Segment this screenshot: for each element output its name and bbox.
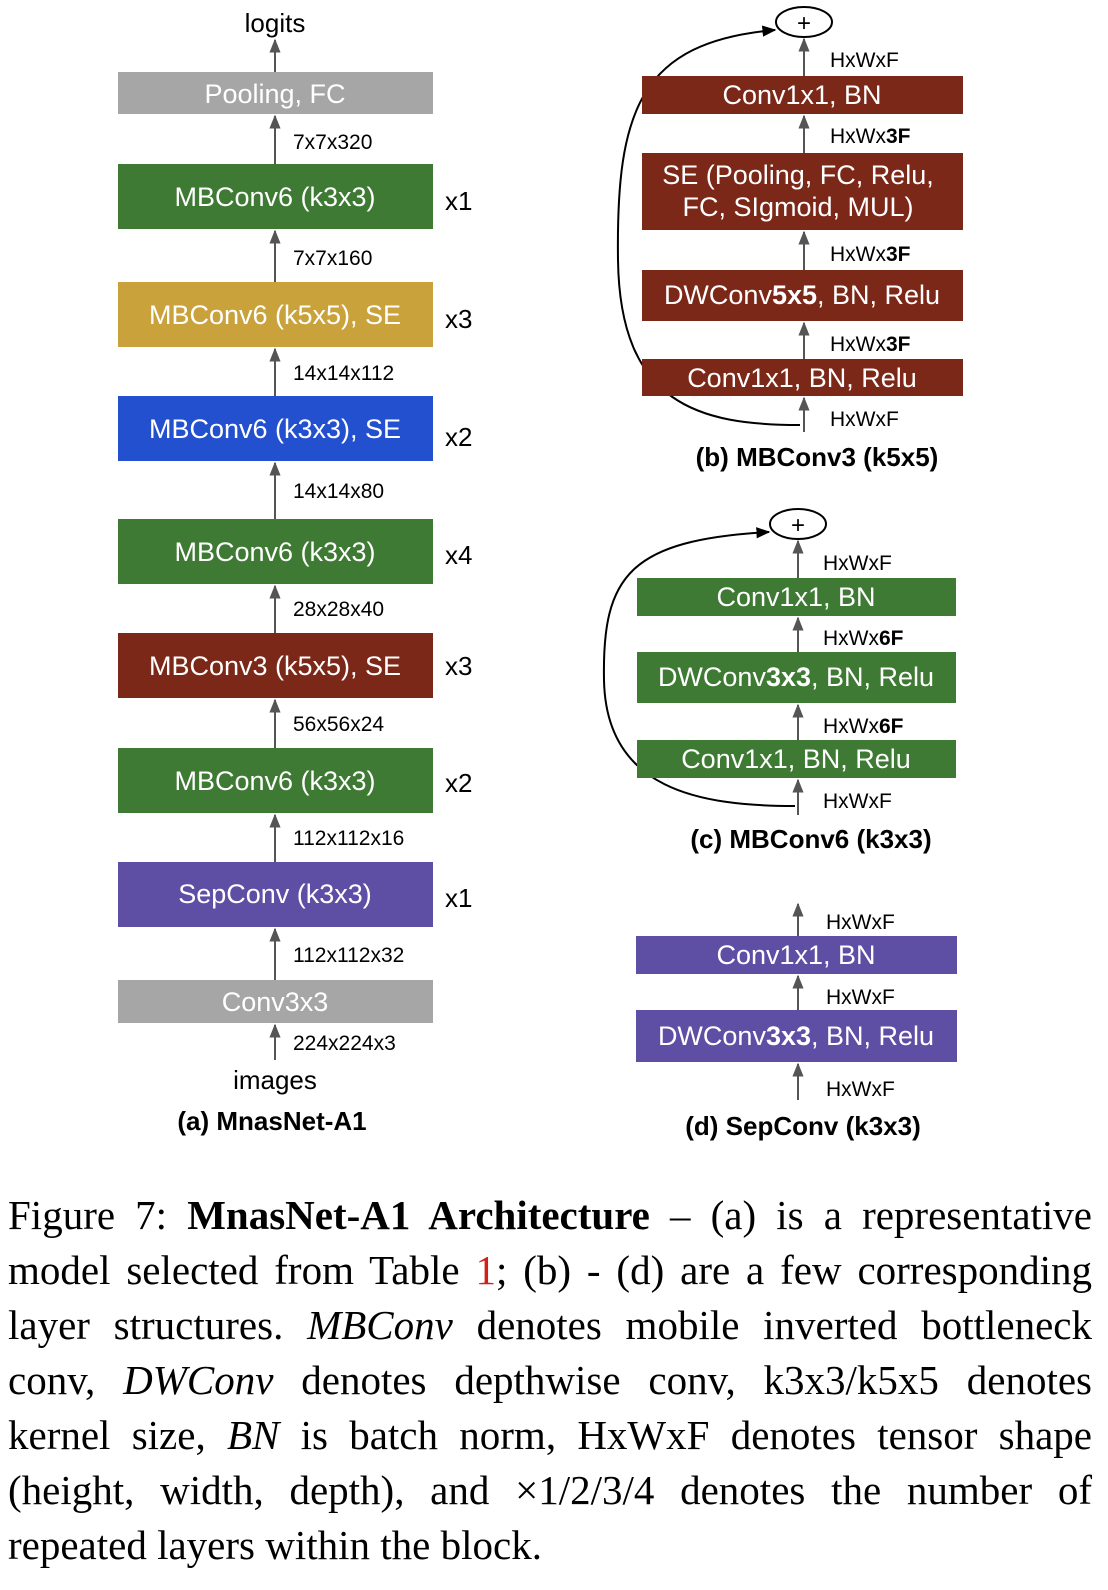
panel-b-mbconv3: + HxWxF Conv1x1, BN HxWx3F SE (Pooling, …	[616, 6, 963, 472]
caption-text: denotes mobile inverted bottleneck conv,	[8, 1302, 1092, 1403]
shape-label: HxWxF	[826, 911, 895, 934]
caption-prefix: Figure 7:	[8, 1192, 188, 1238]
shape-label: HxWxF	[823, 790, 892, 813]
block-pooling-fc	[118, 72, 433, 114]
panel-a-subtitle: (a) MnasNet-A1	[177, 1106, 366, 1136]
caption-text: ; (b) - (d) are a few corresponding laye…	[8, 1247, 1093, 1348]
block-label: DWConv3x3, BN, Relu	[658, 1021, 934, 1051]
panel-c-subtitle: (c) MBConv6 (k3x3)	[690, 824, 931, 854]
caption-text: denotes depthwise conv, k3x3/k5x5 denote…	[8, 1357, 1092, 1458]
block-conv3x3	[118, 980, 433, 1023]
block-conv1x1-bn	[642, 76, 963, 114]
block-se	[642, 153, 963, 230]
add-node	[775, 6, 833, 38]
repeat-count: x1	[445, 186, 472, 216]
block-label: FC, SIgmoid, MUL)	[682, 192, 913, 222]
shape-label: HxWxF	[826, 1078, 895, 1101]
block-conv1x1-bn	[637, 578, 956, 616]
repeat-count: x2	[445, 422, 472, 452]
panel-c-mbconv6: + HxWxF Conv1x1, BN HxWx6F DWConv3x3, BN…	[602, 508, 956, 854]
block-dwconv5x5	[642, 270, 963, 321]
shape-label: 28x28x40	[293, 598, 384, 621]
caption-term-mbconv: MBConv	[307, 1302, 453, 1348]
block-pooling-fc-label: Pooling, FC	[204, 79, 345, 109]
block-sepconv-k3x3	[118, 862, 433, 927]
block-label: SepConv (k3x3)	[178, 879, 372, 909]
caption-text: is batch norm, HxWxF denotes tensor shap…	[8, 1412, 1092, 1568]
panel-d-sepconv: HxWxF Conv1x1, BN HxWxF DWConv3x3, BN, R…	[636, 902, 957, 1141]
block-label: Conv1x1, BN, Relu	[681, 744, 911, 774]
plus-symbol: +	[797, 10, 811, 37]
block-label: MBConv6 (k3x3)	[174, 537, 375, 567]
shape-label: 7x7x160	[293, 247, 372, 270]
add-node	[769, 508, 827, 540]
repeat-count: x2	[445, 768, 472, 798]
block-label: MBConv3 (k5x5), SE	[149, 651, 401, 681]
block-mbconv6-k3x3	[118, 164, 433, 229]
block-label: SE (Pooling, FC, Relu,	[662, 160, 934, 190]
shape-label: 112x112x32	[293, 944, 404, 967]
shape-label: HxWxF	[823, 552, 892, 575]
shape-label: HxWxF	[826, 986, 895, 1009]
repeat-count: x4	[445, 540, 472, 570]
block-label: Conv1x1, BN	[716, 582, 875, 612]
block-dwconv3x3	[637, 652, 956, 703]
shape-label: 112x112x16	[293, 827, 404, 850]
panel-d-subtitle: (d) SepConv (k3x3)	[685, 1111, 921, 1141]
plus-symbol: +	[791, 512, 805, 539]
logits-label: logits	[245, 8, 306, 38]
shape-label: 56x56x24	[293, 713, 384, 736]
block-label: Conv1x1, BN	[716, 940, 875, 970]
block-mbconv6-k3x3	[118, 519, 433, 584]
shape-label: HxWx3F	[830, 125, 911, 148]
panel-a-mnasnet: logits Pooling, FC 7x7x320 MBConv6 (k3x3…	[118, 8, 472, 1136]
shape-label: HxWx6F	[823, 627, 904, 650]
shape-label: HxWxF	[830, 49, 899, 72]
table-reference-link[interactable]: 1	[475, 1247, 496, 1293]
block-mbconv3-k5x5-se	[118, 633, 433, 698]
repeat-count: x1	[445, 883, 472, 913]
block-mbconv6-k5x5-se	[118, 282, 433, 347]
block-label: Conv3x3	[222, 987, 329, 1017]
architecture-diagram: logits Pooling, FC 7x7x320 MBConv6 (k3x3…	[118, 6, 963, 1141]
images-label: images	[233, 1065, 317, 1095]
block-label: MBConv6 (k3x3)	[174, 766, 375, 796]
shape-label: 7x7x320	[293, 131, 372, 154]
skip-connection	[616, 25, 801, 426]
block-mbconv6-k3x3-se	[118, 396, 433, 461]
block-label: DWConv5x5, BN, Relu	[664, 280, 940, 310]
block-label: MBConv6 (k3x3)	[174, 182, 375, 212]
repeat-count: x3	[445, 304, 472, 334]
block-label: MBConv6 (k3x3), SE	[149, 414, 401, 444]
shape-label: 14x14x80	[293, 480, 384, 503]
shape-label: HxWx3F	[830, 333, 911, 356]
block-label: Conv1x1, BN, Relu	[687, 363, 917, 393]
block-conv1x1-bn-relu	[637, 740, 956, 778]
panel-b-subtitle: (b) MBConv3 (k5x5)	[696, 442, 939, 472]
caption-term-bn: BN	[226, 1412, 280, 1458]
block-label: MBConv6 (k5x5), SE	[149, 300, 401, 330]
caption-title: MnasNet-A1 Architecture	[187, 1192, 650, 1238]
block-conv1x1-bn	[636, 936, 957, 974]
shape-label: HxWx3F	[830, 243, 911, 266]
block-label: DWConv3x3, BN, Relu	[658, 662, 934, 692]
block-conv1x1-bn-relu	[642, 359, 963, 396]
block-label: Conv1x1, BN	[722, 80, 881, 110]
shape-label: 14x14x112	[293, 362, 394, 385]
caption-text: – (a) is a representative model selected…	[8, 1192, 1092, 1293]
skip-connection	[602, 527, 796, 807]
caption-term-dwconv: DWConv	[123, 1357, 274, 1403]
shape-label: HxWxF	[830, 408, 899, 431]
figure-caption: Figure 7: MnasNet-A1 Architecture – (a) …	[8, 1188, 1092, 1573]
shape-label: 224x224x3	[293, 1032, 396, 1055]
block-dwconv3x3	[636, 1010, 957, 1062]
shape-label: HxWx6F	[823, 715, 904, 738]
repeat-count: x3	[445, 651, 472, 681]
block-mbconv6-k3x3	[118, 748, 433, 813]
